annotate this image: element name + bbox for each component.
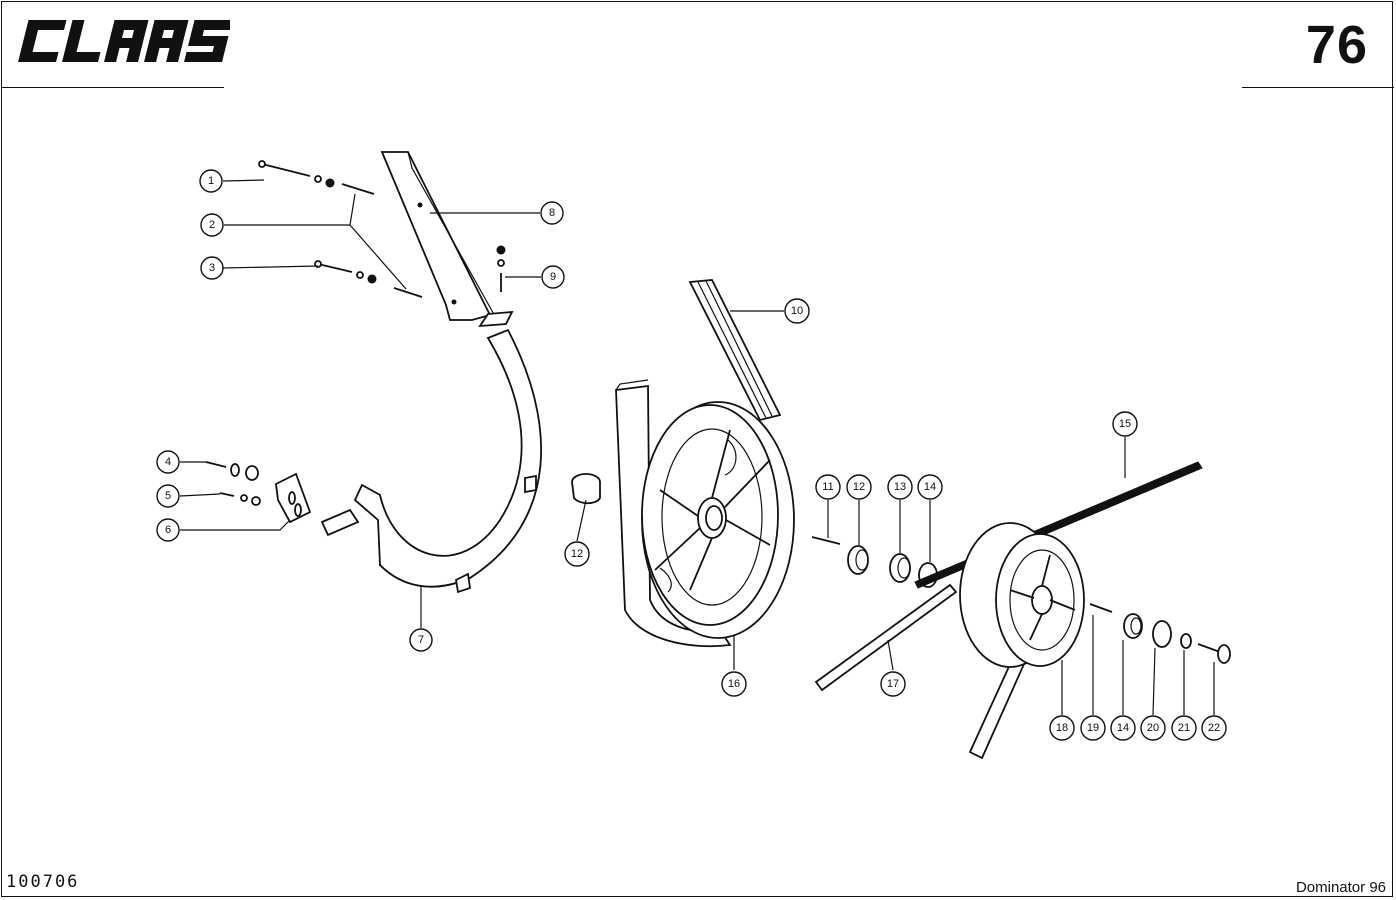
callout-19: 19 [1080, 715, 1106, 741]
callout-label: 21 [1178, 722, 1190, 734]
part-bolt-5 [219, 492, 261, 506]
callout-label: 12 [571, 548, 583, 560]
callout-label: 19 [1087, 722, 1099, 734]
callout-label: 8 [549, 207, 555, 219]
part-spacer-tube-lower [393, 287, 423, 298]
part-bushing-13 [889, 553, 911, 583]
callout-8: 8 [540, 201, 564, 225]
drawing-code: 100706 [6, 872, 80, 892]
callout-14a: 14 [917, 474, 943, 500]
part-washer-20 [1152, 620, 1172, 648]
part-large-pulley-16 [641, 401, 795, 639]
part-bolt-3 [314, 260, 377, 284]
callout-2: 2 [200, 213, 224, 237]
callout-22: 22 [1201, 715, 1227, 741]
callout-label: 10 [791, 305, 803, 317]
part-bearing-12 [847, 545, 869, 575]
part-small-pulley-18 [959, 522, 1085, 668]
part-pin-19 [1089, 603, 1113, 613]
callout-13: 13 [887, 474, 913, 500]
part-spacer-tube-upper [341, 183, 375, 195]
callout-12a: 12 [846, 474, 872, 500]
callout-17: 17 [880, 671, 906, 697]
callout-15: 15 [1112, 411, 1138, 437]
part-belt-17 [814, 583, 958, 692]
callout-7: 7 [409, 628, 433, 652]
callout-label: 15 [1119, 418, 1131, 430]
callout-12b: 12 [564, 541, 590, 567]
callout-label: 12 [853, 481, 865, 493]
callout-11: 11 [815, 474, 841, 500]
callout-20: 20 [1140, 715, 1166, 741]
callout-label: 2 [209, 219, 215, 231]
model-name: Dominator 96 [1295, 879, 1386, 896]
callout-label: 9 [550, 271, 556, 283]
callout-10: 10 [784, 298, 810, 324]
header-rule-left [2, 87, 224, 88]
callout-label: 1 [208, 175, 214, 187]
callout-14b: 14 [1110, 715, 1136, 741]
callout-18: 18 [1049, 715, 1075, 741]
callout-16: 16 [721, 671, 747, 697]
part-belt-loop-16 [615, 379, 732, 648]
callout-4: 4 [156, 450, 180, 474]
part-belt-guard-7 [320, 328, 543, 594]
callout-label: 16 [728, 678, 740, 690]
part-bearing-14-right [1123, 613, 1143, 639]
part-key-11 [811, 536, 841, 545]
page-number: 76 [1305, 15, 1368, 75]
callout-label: 11 [822, 481, 833, 493]
callout-label: 4 [165, 456, 171, 468]
part-bolt-22 [1197, 643, 1231, 664]
header-rule-right [1242, 87, 1394, 88]
callout-label: 13 [894, 481, 906, 493]
part-bracket-8 [380, 151, 497, 321]
leader-lines [179, 179, 1215, 716]
callout-label: 5 [165, 490, 171, 502]
callout-label: 18 [1056, 722, 1068, 734]
part-bushing-12-left [571, 473, 601, 505]
part-belt-lower-strap [968, 658, 1026, 760]
part-bolt-9 [478, 245, 514, 328]
part-washer-21 [1180, 633, 1192, 649]
part-bolt-1 [258, 160, 335, 188]
brand-logo [8, 14, 233, 68]
callout-label: 22 [1208, 722, 1220, 734]
part-belt-10 [688, 279, 782, 422]
part-bracket-6 [275, 472, 312, 524]
callout-3: 3 [200, 256, 224, 280]
callout-label: 6 [165, 524, 171, 536]
callout-label: 3 [209, 262, 215, 274]
callout-21: 21 [1171, 715, 1197, 741]
callout-label: 7 [418, 634, 424, 646]
callout-9: 9 [541, 265, 565, 289]
callout-5: 5 [156, 484, 180, 508]
callout-label: 20 [1147, 722, 1159, 734]
claas-logo-icon [18, 20, 233, 62]
part-bolt-4 [205, 461, 259, 481]
callout-label: 14 [1117, 722, 1129, 734]
callout-label: 17 [887, 678, 899, 690]
callout-label: 14 [924, 481, 936, 493]
callout-6: 6 [156, 518, 180, 542]
callout-1: 1 [199, 169, 223, 193]
